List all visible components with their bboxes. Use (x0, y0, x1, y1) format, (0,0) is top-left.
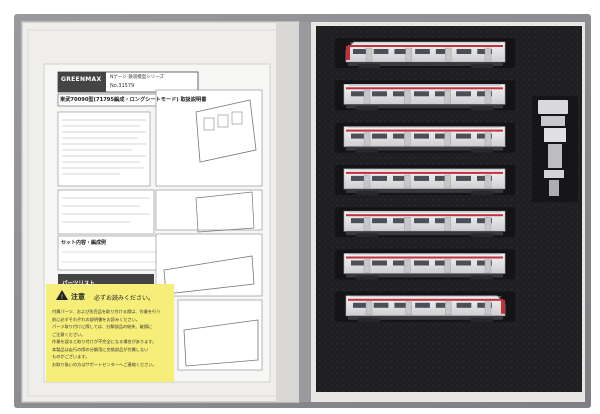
caution-line: 作業を誤ると取り付けが不完全になる場合があります。 (52, 339, 157, 344)
train-car (335, 122, 515, 153)
train-car (335, 80, 515, 111)
train-car (335, 207, 515, 238)
manual-number: No.31579 (110, 83, 135, 89)
caution-line: ご注意ください。 (52, 331, 86, 337)
manual-section-parts: パーツリスト (62, 281, 95, 287)
manual-section-set: セット内容・編成例 (61, 240, 107, 246)
caution-line: 本製品は走行の際の分解用に交換部品が付属しない (52, 346, 149, 352)
train-cars (335, 38, 515, 322)
caution-subtitle: 必ずお読みください。 (94, 295, 155, 302)
manual-brand: GREENMAX (61, 76, 102, 83)
caution-line: お取り扱いの方はサポートセンターへご連絡ください。 (52, 361, 157, 367)
train-car (335, 249, 515, 280)
train-car (335, 38, 515, 68)
caution-title: 注意 (71, 293, 85, 301)
manual-title: 東武70090型(71795編成・ロングシートモード) 取扱説明書 (60, 97, 207, 103)
box-spine (299, 22, 311, 402)
caution-line: パーツ取り付けに際しては、分解部品の紛失、破損に (52, 324, 153, 329)
manual-series-line: Nゲージ 鉄道模型シリーズ (110, 75, 164, 80)
caution-line: 前に必ずそれぞれの説明書をお読みください。 (52, 316, 140, 322)
accessory-parts (538, 100, 568, 196)
caution-text: 付属パーツ、および別売品を取り付ける際は、作業を行う前に必ずそれぞれの説明書をお… (52, 308, 170, 368)
caution-line: ものがございます。 (52, 354, 90, 359)
caution-sticker: ! (46, 284, 174, 382)
train-car (335, 164, 515, 195)
svg-text:!: ! (61, 294, 63, 301)
caution-line: 付属パーツ、および別売品を取り付ける際は、作業を行う (52, 309, 161, 314)
train-car (335, 291, 515, 322)
